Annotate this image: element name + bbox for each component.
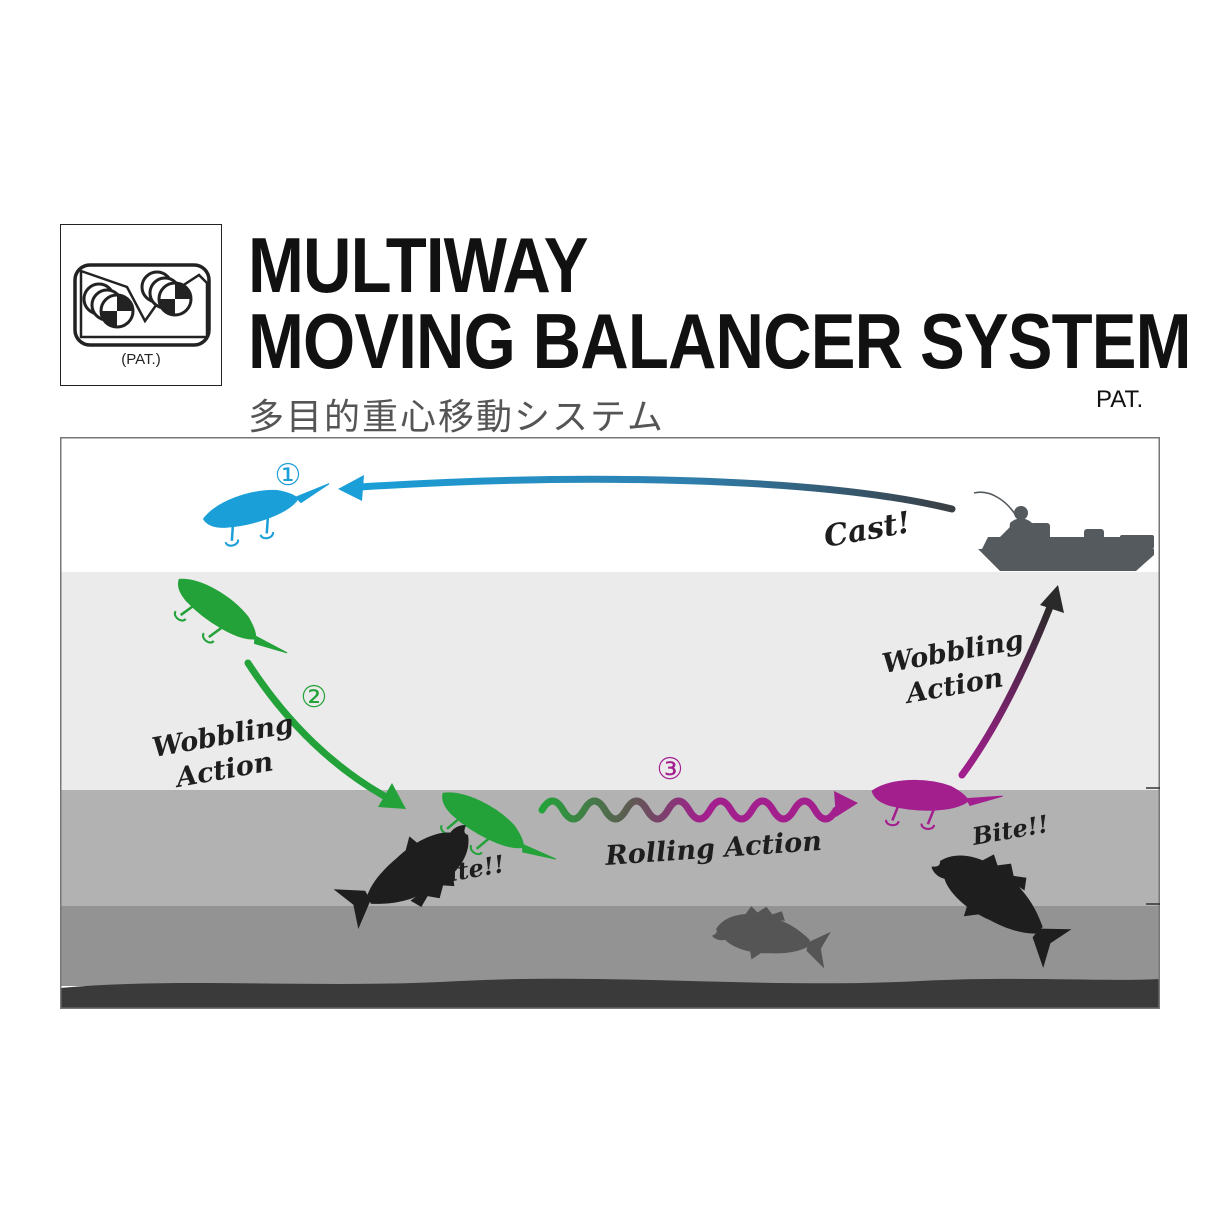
- logo-pat-label: (PAT.): [121, 351, 161, 368]
- title-line-2: MOVING BALANCER SYSTEM: [248, 297, 1191, 385]
- balancer-logo-icon: [73, 263, 211, 347]
- dive-arrowhead: [378, 783, 406, 809]
- rolling-wave: [538, 797, 840, 823]
- title-line-1: MULTIWAY: [248, 221, 589, 309]
- rolling-arrowhead: [834, 791, 858, 817]
- ascent-arrow: [958, 603, 1054, 779]
- subtitle-jp: 多目的重心移動システム: [248, 397, 665, 438]
- cast-arrow: [356, 475, 956, 513]
- step-2-label: ②: [301, 680, 328, 715]
- step-1-label: ①: [275, 458, 302, 493]
- diagram: ① Cast! ② Wobbling Action Bite!! ③ Rolli…: [60, 437, 1160, 1009]
- step-3-label: ③: [657, 752, 684, 787]
- cast-arrowhead: [338, 475, 364, 501]
- balancer-logo: (PAT.): [60, 224, 222, 386]
- boat-angler-icon: [973, 491, 1154, 571]
- dive-arrow: [244, 659, 390, 801]
- pat-tag: PAT.: [1096, 386, 1144, 413]
- ascent-arrowhead: [1040, 585, 1064, 613]
